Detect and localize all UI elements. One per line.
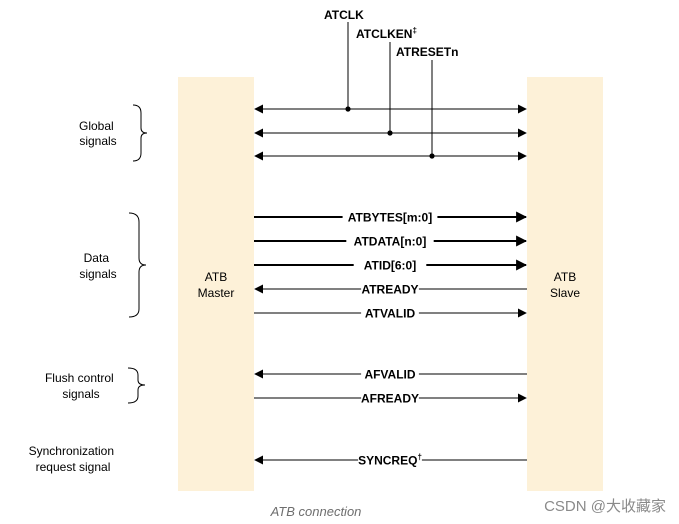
slave-label-line1: ATB [554, 270, 576, 284]
atclken-junction-dot [387, 130, 393, 136]
signal-label-bg-syncreq [358, 452, 422, 467]
atresetn-junction-dot [429, 153, 435, 159]
signal-label-bg-atvalid [361, 305, 419, 320]
signal-label-atready: ATREADY [361, 283, 418, 297]
signal-label-bg-afvalid [361, 366, 419, 381]
master-label-line1: ATB [205, 270, 227, 284]
group-label-global: Global signals [79, 119, 117, 148]
signal-label-afvalid: AFVALID [364, 368, 415, 382]
signal-label-syncreq: SYNCREQ† [358, 453, 422, 468]
signal-label-bg-atbytes-m-0 [342, 209, 438, 224]
atb-slave-box [527, 77, 603, 491]
atb-master-box [178, 77, 254, 491]
signal-label-afready: AFREADY [361, 392, 419, 406]
signal-lines: ATBYTES[m:0] ATDATA[n:0] ATID[6:0] ATREADY A… [254, 209, 528, 468]
signal-label-bg-atready [361, 281, 419, 296]
group-label-data: Data signals [79, 251, 116, 281]
brace-flush [127, 367, 146, 404]
group-label-flush: Flush control signals [45, 371, 117, 401]
watermark: CSDN @大收藏家 [544, 498, 666, 515]
brace-data [128, 212, 147, 318]
group-label-sync: Synchronization request signal [29, 444, 118, 474]
slave-label-line2: Slave [550, 286, 580, 300]
brace-global [132, 104, 148, 162]
master-label-line2: Master [198, 286, 235, 300]
atclk-junction-dot [345, 106, 351, 112]
signal-label-atdata-n-0: ATDATA[n:0] [354, 235, 427, 249]
top-signal-atclken: ATCLKEN‡ [356, 26, 417, 41]
signal-label-atbytes-m-0: ATBYTES[m:0] [348, 211, 432, 225]
top-signal-atclk: ATCLK [324, 8, 364, 22]
signal-label-bg-atdata-n-0 [346, 233, 434, 248]
signal-label-bg-afready [361, 390, 419, 405]
figure-caption: ATB connection [270, 504, 362, 519]
top-signal-atresetn: ATRESETn [396, 45, 458, 59]
signal-label-atvalid: ATVALID [365, 307, 416, 321]
signal-label-bg-atid-6-0 [353, 257, 427, 272]
signal-label-atid-6-0: ATID[6:0] [364, 259, 416, 273]
